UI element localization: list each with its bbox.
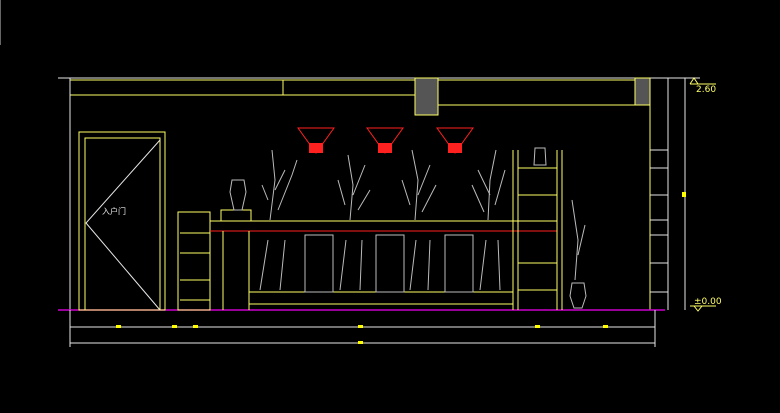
hatch-column	[634, 77, 651, 106]
vase-icon	[533, 147, 547, 166]
ceiling-lamps	[297, 127, 474, 154]
svg-text:2.60: 2.60	[696, 85, 716, 95]
ceiling	[58, 77, 700, 116]
decorative-branches	[259, 149, 586, 291]
vase-icon	[569, 282, 587, 309]
elevation-mark-floor: ±0.00	[690, 297, 722, 312]
hatch-column	[414, 77, 439, 116]
shelf-unit	[512, 150, 563, 310]
door-label: 入户门	[102, 206, 126, 216]
lamp-icon	[366, 127, 404, 154]
vase-icon	[229, 179, 247, 211]
lamp-icon	[436, 127, 474, 154]
svg-text:±0.00: ±0.00	[694, 297, 722, 307]
dimension-lines	[69, 78, 686, 347]
entrance-door: 入户门	[78, 131, 166, 311]
display-counter	[209, 209, 558, 310]
elevation-mark-top: 2.60	[689, 77, 716, 95]
drawer-cabinet	[177, 211, 211, 311]
lamp-icon	[297, 127, 335, 154]
